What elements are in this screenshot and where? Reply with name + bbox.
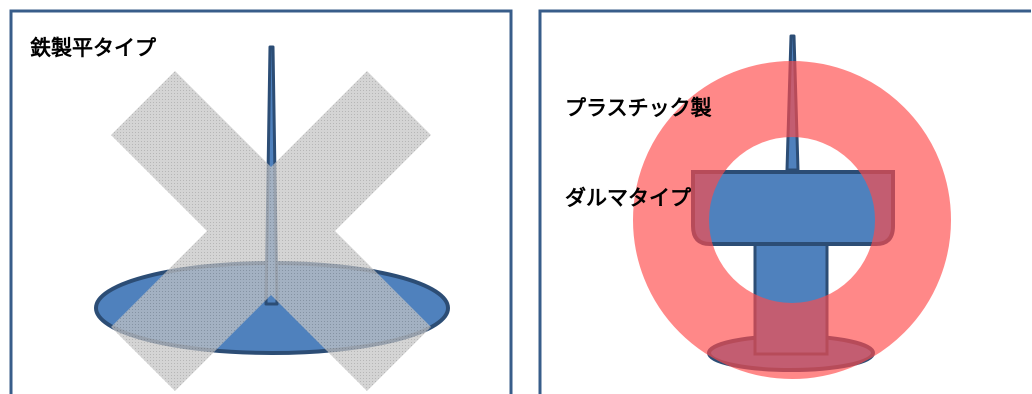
cross-mark [111,71,431,391]
circle-mark [633,61,951,379]
right-panel-label-line2: ダルマタイプ [565,186,691,210]
right-panel-frame [538,9,1031,394]
left-panel-frame [9,9,513,394]
plastic-pin-grip [691,170,895,246]
right-panel-label: プラスチック製 ダルマタイプ [565,33,712,243]
left-panel-label: 鉄製平タイプ [30,36,156,60]
right-panel-label-line1: プラスチック製 [565,96,712,120]
